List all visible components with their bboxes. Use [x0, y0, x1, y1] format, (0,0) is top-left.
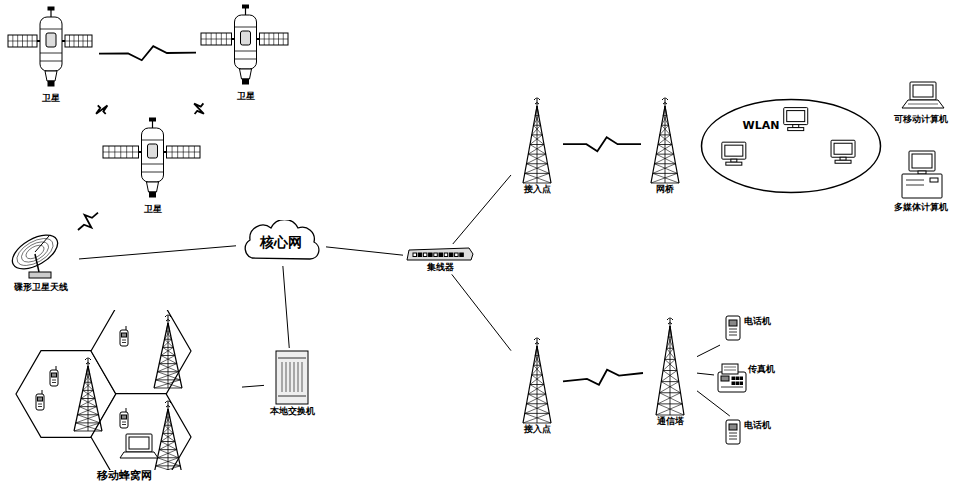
cellular-network-icon [8, 310, 240, 470]
laptop-computer-icon [890, 80, 952, 114]
node-label: 卫星 [237, 91, 255, 101]
laptop-computer: 可移动计算机 [890, 80, 952, 124]
node-label: 电话机 [744, 420, 771, 430]
wired-link [452, 274, 511, 350]
dish-antenna-icon [5, 232, 77, 282]
access-point-icon [513, 94, 561, 184]
node-label: 卫星 [144, 204, 162, 214]
fax-machine-icon [716, 362, 748, 396]
wired-link [283, 266, 289, 348]
node-label: 卫星 [42, 93, 60, 103]
telephone-icon [722, 418, 744, 448]
access-point: 接入点 [513, 94, 561, 194]
telephone: 电话机 [722, 418, 782, 448]
wired-link [453, 175, 511, 244]
core-network-cloud: 核心网 [238, 220, 324, 264]
node-label: 可移动计算机 [894, 114, 948, 124]
local-switch: 本地交换机 [266, 350, 318, 416]
node-label: 网桥 [656, 184, 674, 194]
wired-link [697, 345, 720, 357]
wireless-link [96, 105, 107, 114]
cellular-network: 移动蜂窝网 [8, 310, 240, 483]
wireless-link [78, 213, 98, 230]
node-label: 传真机 [748, 364, 775, 374]
bridge-tower: 网桥 [643, 94, 687, 194]
satellite: 卫星 [5, 5, 97, 103]
telephone-icon [722, 314, 744, 344]
wired-link [242, 385, 264, 387]
node-label: 通信塔 [657, 416, 684, 426]
multimedia-computer: 多媒体计算机 [890, 150, 952, 212]
wired-link [79, 246, 236, 259]
node-label: 核心网 [260, 234, 302, 250]
communication-tower: 通信塔 [645, 314, 695, 426]
access-point: 接入点 [513, 334, 561, 434]
satellite-icon [100, 116, 205, 204]
node-label: 多媒体计算机 [894, 202, 948, 212]
node-label: 移动蜂窝网 [97, 470, 152, 483]
wlan-ellipse: WLAN [700, 98, 882, 194]
wired-link [326, 247, 403, 255]
node-label: 本地交换机 [270, 406, 315, 416]
dish-antenna: 碟形卫星天线 [5, 232, 77, 292]
telephone: 电话机 [722, 314, 782, 344]
node-label: 碟形卫星天线 [14, 282, 68, 292]
satellite: 卫星 [198, 3, 293, 101]
node-label: WLAN [743, 120, 780, 133]
node-label: 接入点 [524, 184, 551, 194]
node-label: 接入点 [524, 424, 551, 434]
local-switch-icon [266, 350, 318, 406]
fax-machine: 传真机 [716, 362, 786, 396]
wireless-link [563, 370, 643, 385]
multimedia-computer-icon [890, 150, 952, 202]
wireless-link [563, 137, 641, 151]
satellite: 卫星 [100, 116, 205, 214]
wireless-link [99, 46, 196, 60]
hub-icon [405, 246, 475, 262]
wireless-link [194, 103, 204, 114]
wired-link [697, 373, 714, 375]
satellite-icon [198, 3, 293, 91]
satellite-icon [5, 5, 97, 93]
wired-link [697, 391, 730, 416]
node-label: 集线器 [427, 262, 454, 272]
hub: 集线器 [405, 246, 475, 272]
ellipse-outline [700, 98, 882, 194]
communication-tower-icon [645, 314, 695, 416]
node-label: 电话机 [744, 316, 771, 326]
bridge-tower-icon [643, 94, 687, 184]
access-point-icon [513, 334, 561, 424]
